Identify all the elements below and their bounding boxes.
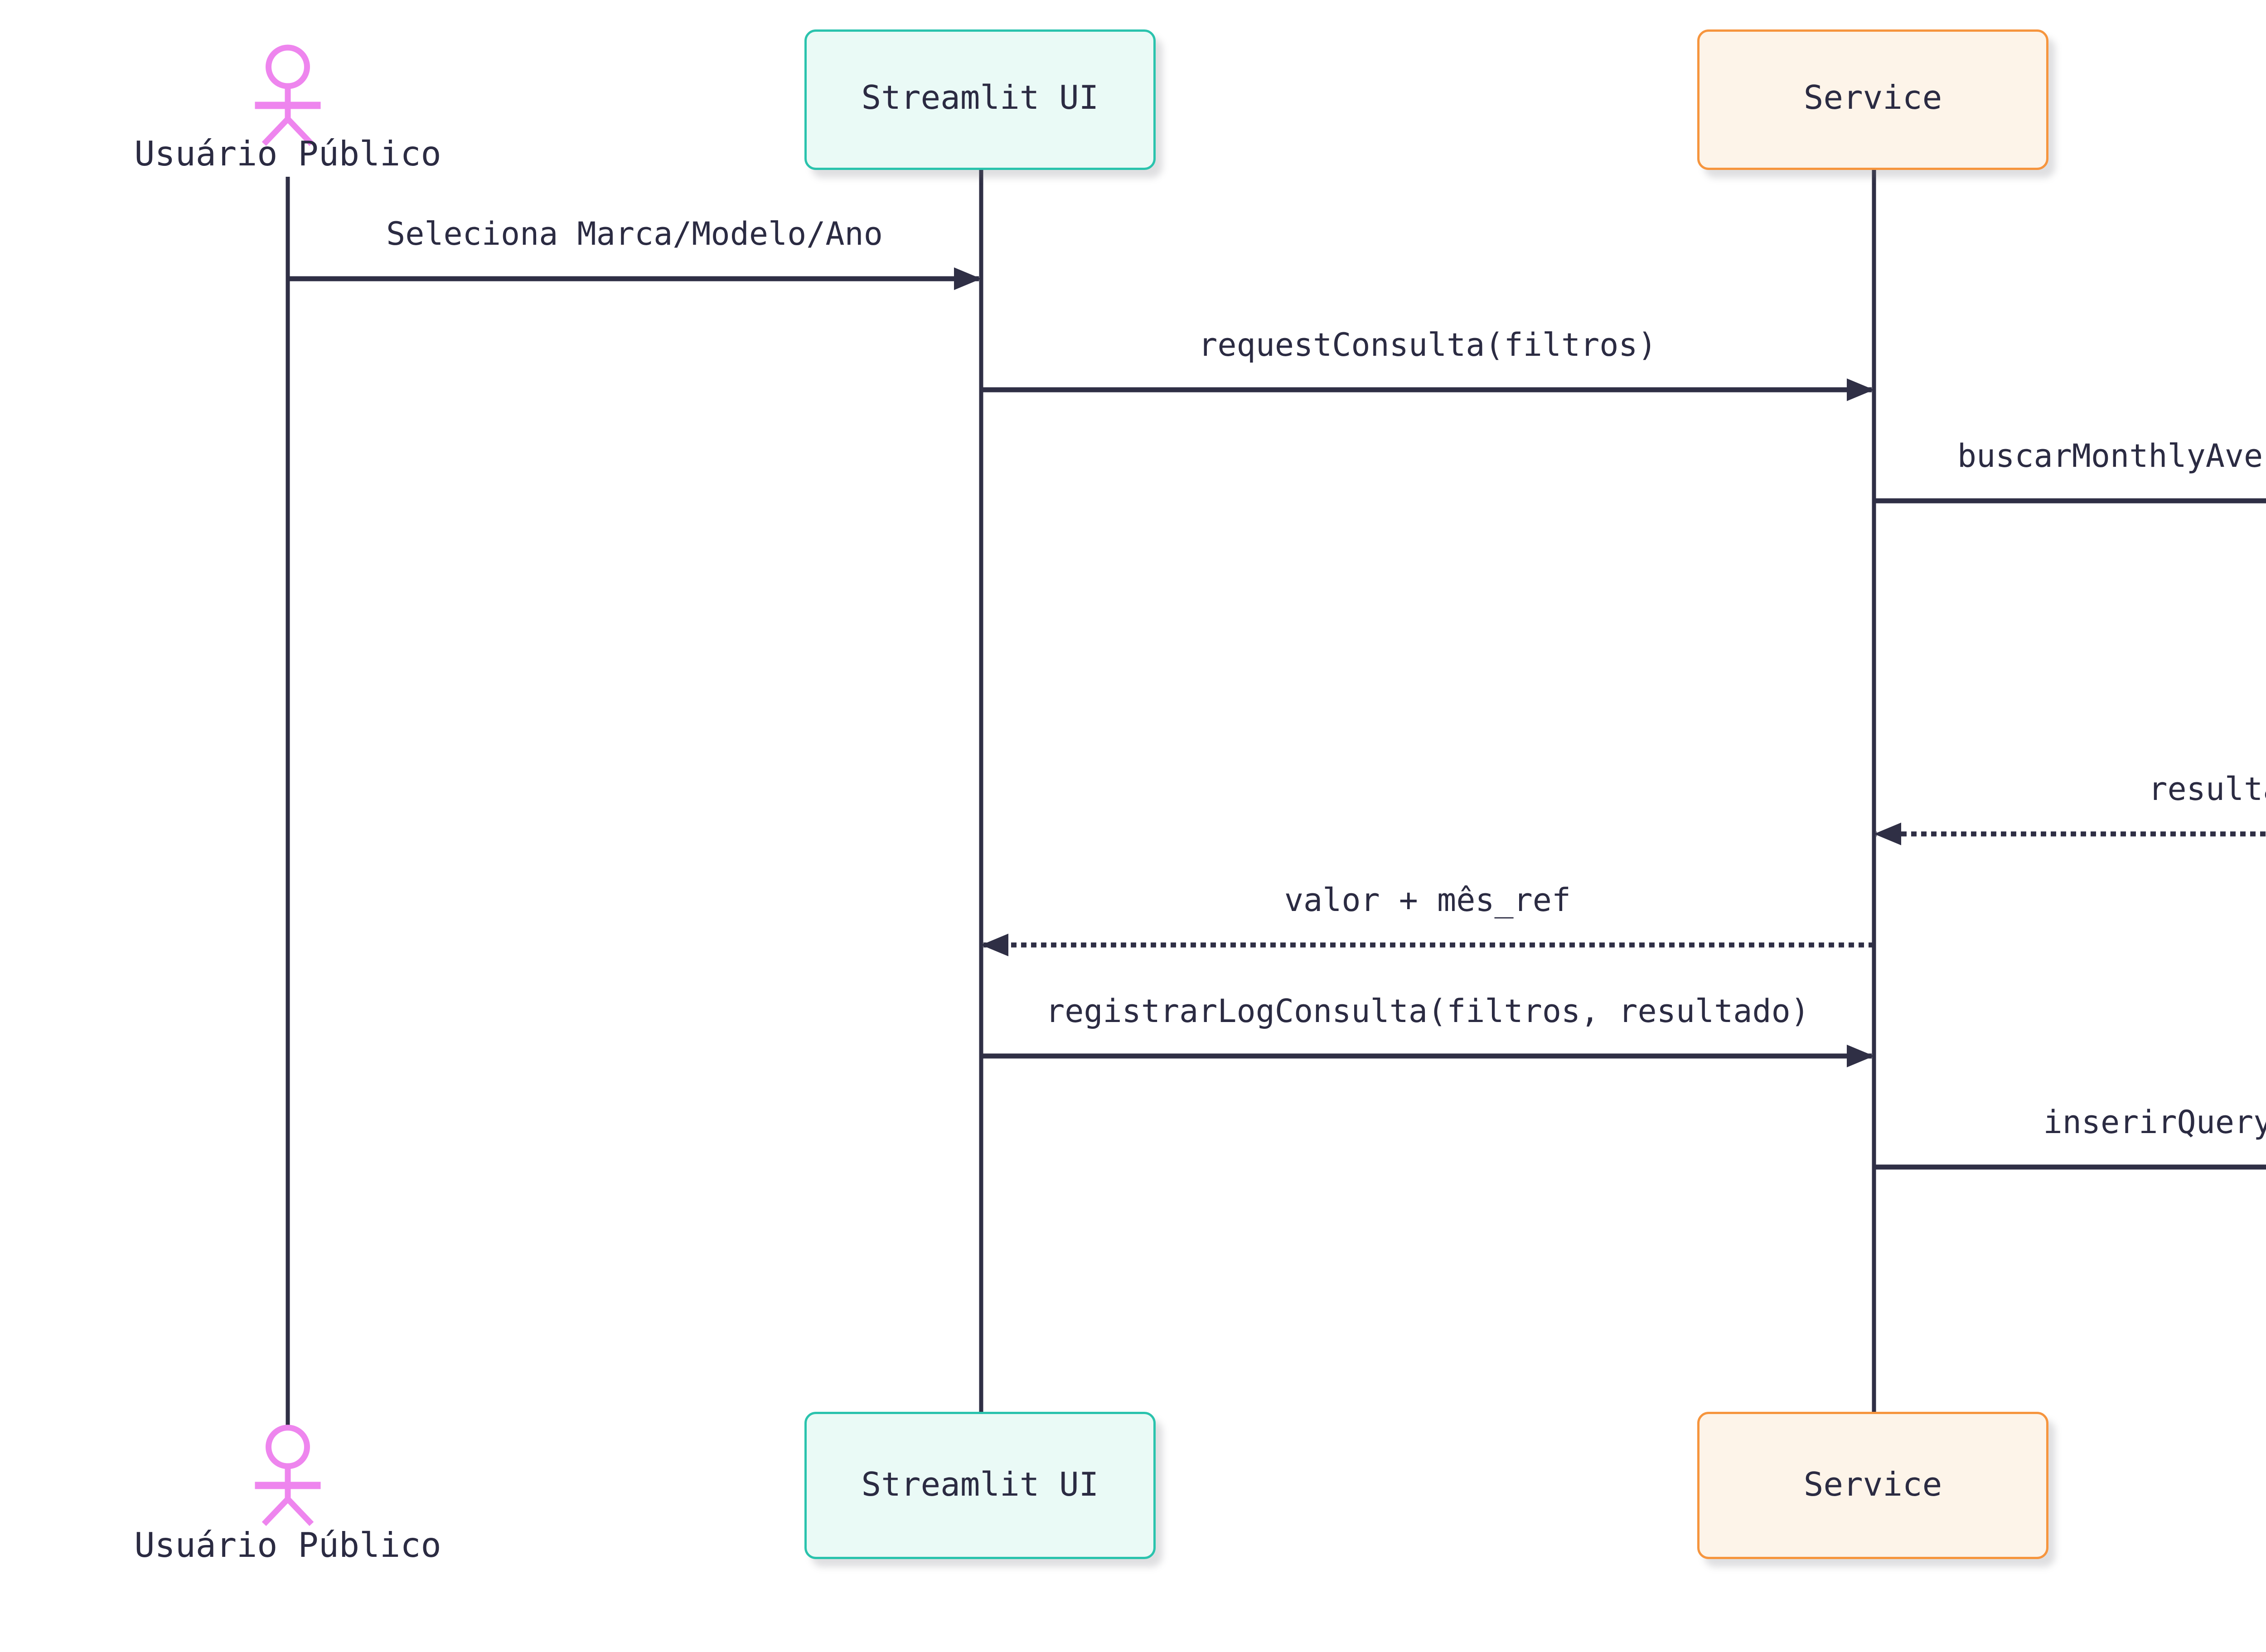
message-label: requestConsulta(filtros) <box>1198 329 1657 365</box>
actor-label-bottom: Usuário Público <box>134 1525 441 1566</box>
participant-label: Streamlit UI <box>861 82 1099 118</box>
actor-figure-bottom <box>255 1424 321 1526</box>
participant-label: Service <box>1803 1467 1942 1504</box>
message-label: buscarMonthlyAverage(filtros) <box>1957 440 2266 476</box>
actor-figure-top <box>255 44 321 146</box>
message-arrows <box>288 267 2266 1170</box>
message-label: inserirQueryLog(...) <box>2043 1106 2266 1142</box>
participant-label: Streamlit UI <box>861 1467 1099 1504</box>
participant-box-streamlit-ui-top: Streamlit UI <box>804 29 1156 170</box>
participant-box-streamlit-ui-bottom: Streamlit UI <box>804 1412 1156 1559</box>
message-label: Seleciona Marca/Modelo/Ano <box>386 218 883 254</box>
participant-box-service-bottom: Service <box>1697 1412 2048 1559</box>
message-label: valor + mês_ref <box>1284 884 1571 920</box>
message-label: resultado <box>2148 773 2266 809</box>
participant-box-service-top: Service <box>1697 29 2048 170</box>
participant-label: Service <box>1803 82 1942 118</box>
lifelines <box>286 170 1876 1425</box>
message-label: registrarLogConsulta(filtros, resultado) <box>1046 995 1810 1031</box>
actor-label-top: Usuário Público <box>134 134 441 174</box>
